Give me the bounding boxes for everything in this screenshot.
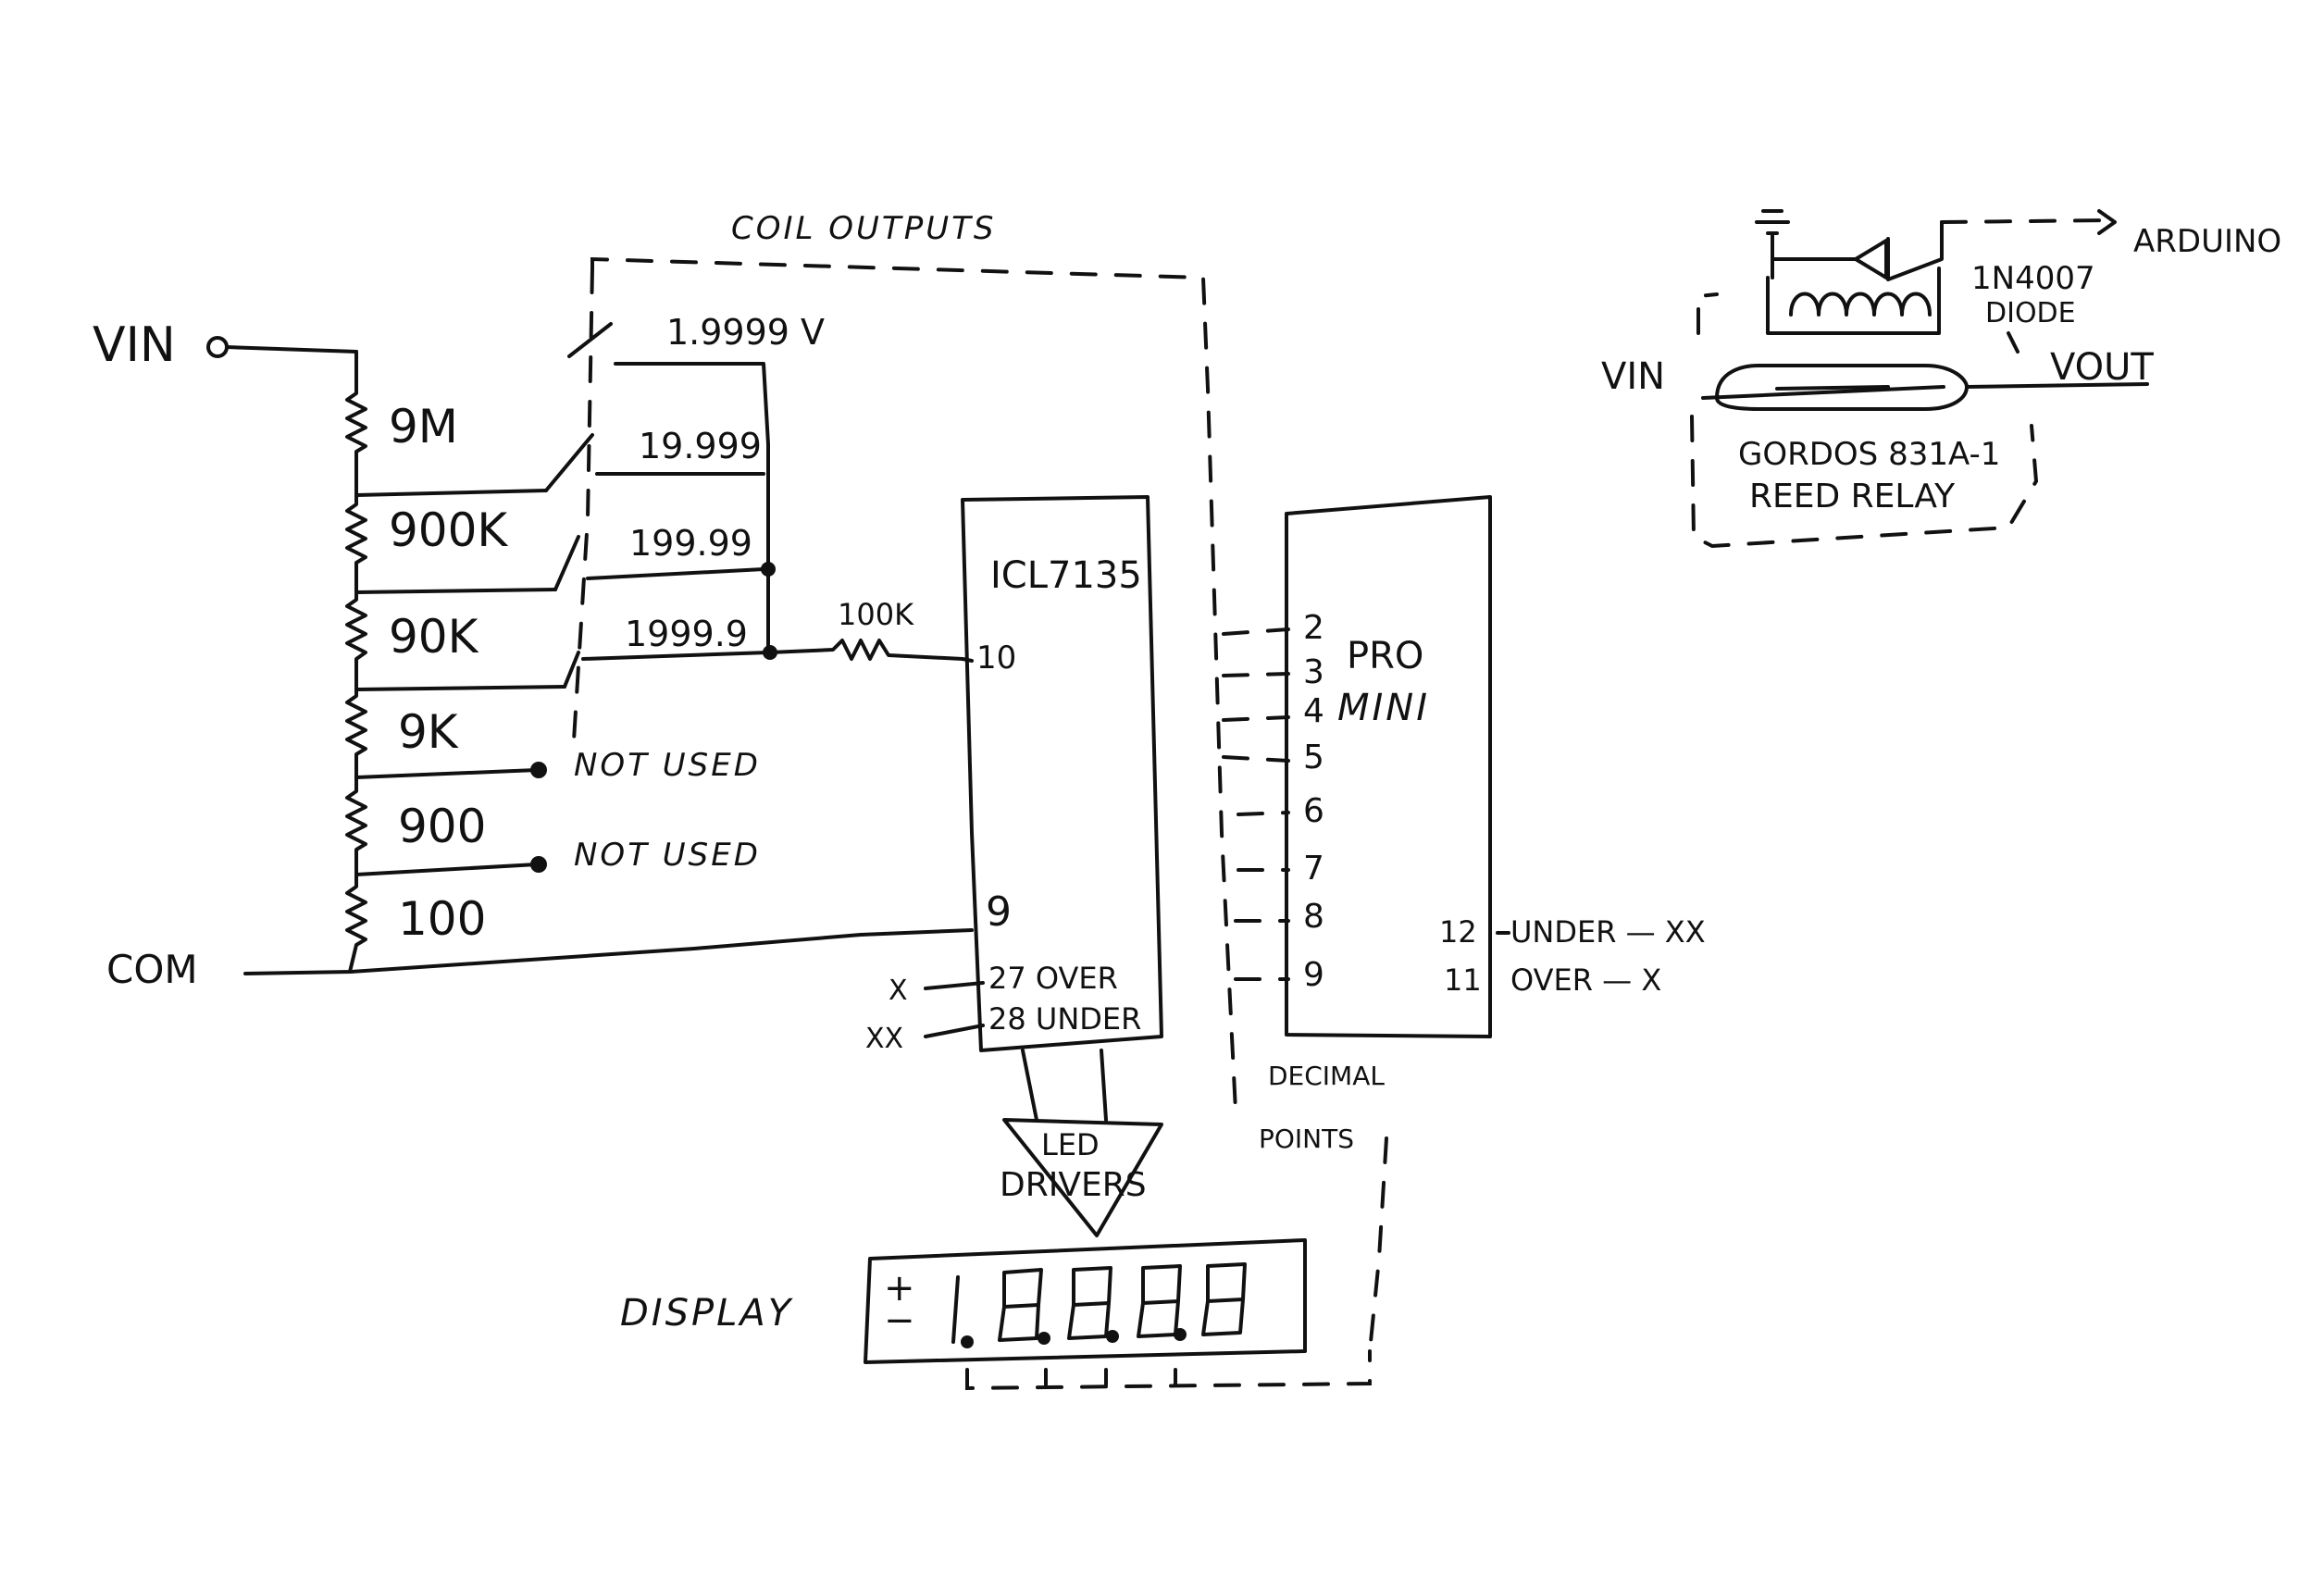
reed-relay-detail: ARDUINO 1N4007 DIODE VIN VOUT GORDOS 831… — [1601, 209, 2281, 549]
led-drivers: LED DRIVERS — [1000, 1118, 1163, 1237]
pro-mini-pin-5: 5 — [1303, 739, 1324, 776]
icl7135-chip: ICL7135 10 9 27 OVER 28 UNDER X XX — [865, 495, 1163, 1122]
not-used-label-2: NOT USED — [574, 837, 761, 874]
relay-arduino-label: ARDUINO — [2133, 223, 2281, 260]
relay-vin-label: VIN — [1601, 355, 1665, 398]
resistor-900: 900 — [398, 800, 486, 853]
adc-pin-9: 9 — [986, 888, 1012, 936]
pro-mini-pin-6: 6 — [1303, 792, 1324, 830]
range-label-1: 1.9999 V — [666, 312, 825, 353]
vin-label: VIN — [93, 317, 176, 373]
resistor-9m: 9M — [389, 400, 458, 453]
com-terminal: COM — [106, 928, 974, 992]
seven-segment-digits — [998, 1262, 1247, 1342]
pro-mini-label-2: MINI — [1337, 687, 1430, 729]
pro-mini-pin-2: 2 — [1303, 609, 1324, 647]
relay-model-label: GORDOS 831A-1 — [1738, 436, 2000, 473]
pro-mini-pin-12: 12 — [1439, 914, 1477, 950]
not-used-node-2 — [530, 856, 547, 873]
pro-mini-pin-9: 9 — [1303, 956, 1324, 994]
adc-pin-27: 27 OVER — [988, 961, 1118, 996]
resistor-90k: 90K — [389, 610, 479, 664]
adc-pin-10: 10 — [976, 639, 1016, 677]
range-label-3: 199.99 — [629, 523, 752, 564]
input-resistor-100k: 100K — [768, 597, 974, 663]
coil-outputs-label: COIL OUTPUTS — [731, 210, 996, 247]
under-xx-label: UNDER — XX — [1510, 914, 1706, 950]
led-drivers-label-1: LED — [1041, 1127, 1100, 1162]
range-switches: 1.9999 V 19.999 199.99 1999.9 — [544, 312, 825, 689]
resistor-100k-label: 100K — [838, 597, 914, 632]
range-label-4: 1999.9 — [625, 614, 748, 654]
relay-vout-label: VOUT — [2050, 346, 2154, 389]
pro-mini-pin-8: 8 — [1303, 898, 1324, 936]
over-x-label: OVER — X — [1510, 962, 1661, 998]
pro-mini-pin-7: 7 — [1303, 850, 1324, 888]
decimal-label: DECIMAL — [1268, 1061, 1385, 1091]
relay-type-label: REED RELAY — [1749, 478, 1956, 515]
led-drivers-label-2: DRIVERS — [1000, 1166, 1147, 1204]
input-terminal: VIN — [93, 317, 358, 373]
pro-mini-label-1: PRO — [1347, 635, 1423, 677]
diode-label-1: 1N4007 — [1971, 260, 2095, 297]
display-sign-minus: − — [884, 1299, 915, 1342]
display: DISPLAY + − — [620, 1238, 1372, 1391]
resistor-9k: 9K — [398, 705, 459, 759]
signal-xx-left: XX — [865, 1023, 903, 1055]
resistor-900k: 900K — [389, 503, 508, 557]
points-label: POINTS — [1259, 1124, 1354, 1154]
not-used-node-1 — [530, 762, 547, 778]
not-used-label-1: NOT USED — [574, 747, 761, 784]
icl7135-label: ICL7135 — [990, 554, 1142, 597]
range-label-2: 19.999 — [639, 426, 762, 466]
pro-mini-pin-4: 4 — [1303, 692, 1324, 730]
signal-x-left: X — [889, 975, 908, 1007]
pro-mini-pin-3: 3 — [1303, 653, 1324, 691]
resistor-ladder: 9M 900K 90K 9K 900 100 NOT USED NOT USED — [345, 350, 761, 974]
resistor-100: 100 — [398, 892, 486, 946]
pro-mini-board: PRO MINI 2 3 4 5 6 7 8 9 12 11 UNDER — X… — [1222, 495, 1706, 1353]
com-label: COM — [106, 947, 198, 992]
pro-mini-pin-11: 11 — [1444, 962, 1482, 998]
display-label: DISPLAY — [620, 1292, 794, 1335]
display-sign-plus: + — [884, 1267, 915, 1310]
diode-label-2: DIODE — [1985, 297, 2076, 329]
coil-outputs-bus: COIL OUTPUTS — [572, 210, 1237, 1112]
adc-pin-28: 28 UNDER — [988, 1001, 1141, 1037]
